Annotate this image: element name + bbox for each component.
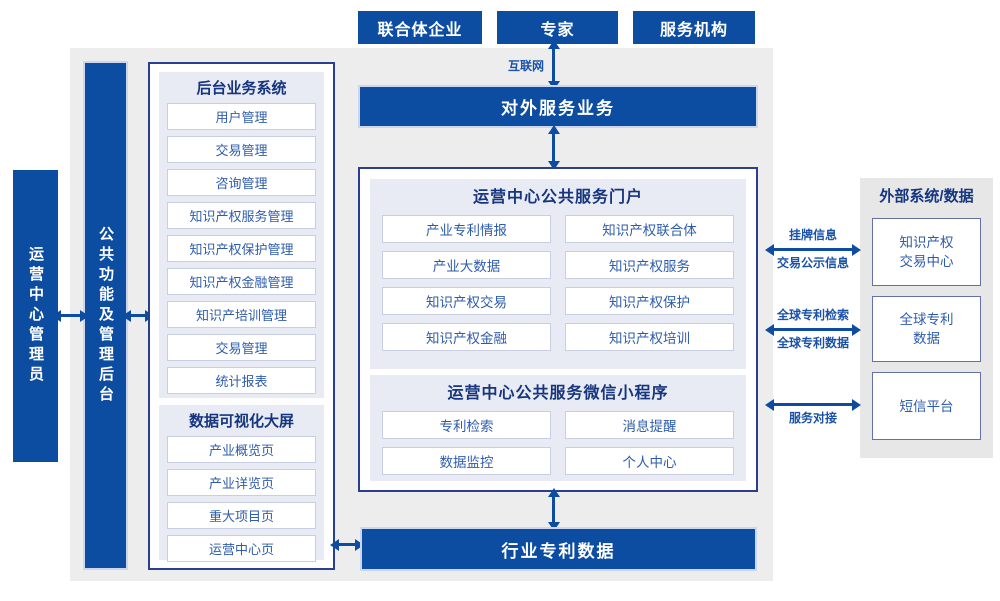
portal-item: 知识产权培训 <box>565 323 734 351</box>
portal-item: 知识产权联合体 <box>565 215 734 243</box>
dashboard-item: 运营中心页 <box>167 535 316 562</box>
dashboard-title: 数据可视化大屏 <box>188 413 294 430</box>
arrow-dashboard-industry-icon <box>338 543 356 546</box>
external-system-sms-platform: 短信平台 <box>872 372 981 440</box>
portal-item: 知识产权交易 <box>382 287 551 315</box>
portal-item: 产业专利情报 <box>382 215 551 243</box>
connector-top-label: 挂牌信息 <box>788 228 837 242</box>
connector-bottom-label: 交易公示信息 <box>776 256 849 270</box>
double-arrow-icon <box>773 328 853 331</box>
arrow-backend-leftbox-icon <box>130 314 146 317</box>
connector-top-label <box>763 382 863 399</box>
internet-arrow-icon <box>552 48 555 82</box>
industry-patent-data-bar: 行业专利数据 <box>360 527 757 571</box>
arrow-portal-to-industry-icon <box>552 496 555 523</box>
external-system-ip-trading-center: 知识产权 交易中心 <box>872 218 981 286</box>
double-arrow-icon <box>773 248 853 251</box>
backend-item: 咨询管理 <box>167 169 316 196</box>
portal-item: 知识产权保护 <box>565 287 734 315</box>
backend-item: 统计报表 <box>167 367 316 394</box>
portal-item: 知识产权金融 <box>382 323 551 351</box>
portal-item: 知识产权服务 <box>565 251 734 279</box>
backend-item: 用户管理 <box>167 103 316 130</box>
actor-box-service-organization: 服务机构 <box>633 11 755 44</box>
external-system-global-patent-data: 全球专利 数据 <box>872 296 981 362</box>
operation-center-admin-bar: 运营中心管理员 <box>13 170 58 462</box>
public-function-backend-bar: 公共功能及管理后台 <box>83 61 128 570</box>
portal-panel: 运营中心公共服务门户 产业专利情报 知识产权联合体 产业大数据 知识产权服务 知… <box>370 179 746 369</box>
backend-system-title: 后台业务系统 <box>196 80 287 97</box>
backend-item: 知识产权服务管理 <box>167 202 316 229</box>
arrow-admin-backend-icon <box>60 314 81 317</box>
external-system-label: 数据 <box>913 331 940 346</box>
connector-listing-info: 挂牌信息 交易公示信息 <box>763 227 863 272</box>
dashboard-item: 产业概览页 <box>167 436 316 463</box>
external-system-label: 知识产权 <box>899 235 954 250</box>
miniprogram-item: 消息提醒 <box>565 411 734 439</box>
arrow-service-to-portal-icon <box>552 133 555 162</box>
external-system-label: 全球专利 <box>899 312 954 327</box>
double-arrow-icon <box>773 403 853 406</box>
external-systems-title: 外部系统/数据 <box>879 188 974 205</box>
backend-item: 知识产培训管理 <box>167 301 316 328</box>
connector-service-docking: 服务对接 <box>763 382 863 427</box>
backend-item: 交易管理 <box>167 136 316 163</box>
actor-box-expert: 专家 <box>497 11 618 44</box>
external-service-bar: 对外服务业务 <box>358 85 758 128</box>
miniprogram-item: 专利检索 <box>382 411 551 439</box>
dashboard-item: 产业详览页 <box>167 469 316 496</box>
connector-global-patent: 全球专利检索 全球专利数据 <box>763 307 863 352</box>
backend-item: 知识产权保护管理 <box>167 235 316 262</box>
miniprogram-panel: 运营中心公共服务微信小程序 专利检索 消息提醒 数据监控 个人中心 <box>370 375 746 481</box>
portal-item: 产业大数据 <box>382 251 551 279</box>
connector-bottom-label: 全球专利数据 <box>776 336 849 350</box>
public-service-container: 运营中心公共服务门户 产业专利情报 知识产权联合体 产业大数据 知识产权服务 知… <box>358 167 758 492</box>
backend-item: 知识产权金融管理 <box>167 268 316 295</box>
backend-system-panel: 后台业务系统 用户管理 交易管理 咨询管理 知识产权服务管理 知识产权保护管理 … <box>159 72 324 398</box>
miniprogram-item: 数据监控 <box>382 447 551 475</box>
connector-bottom-label: 服务对接 <box>788 411 837 425</box>
backend-item: 交易管理 <box>167 334 316 361</box>
portal-title: 运营中心公共服务门户 <box>472 189 643 206</box>
miniprogram-item: 个人中心 <box>565 447 734 475</box>
miniprogram-title: 运营中心公共服务微信小程序 <box>447 385 669 402</box>
external-system-label: 交易中心 <box>899 254 954 269</box>
backend-dashboard-container: 后台业务系统 用户管理 交易管理 咨询管理 知识产权服务管理 知识产权保护管理 … <box>148 62 335 570</box>
internet-label: 互联网 <box>507 59 544 73</box>
connector-top-label: 全球专利检索 <box>776 308 849 322</box>
dashboard-item: 重大项目页 <box>167 502 316 529</box>
actor-box-consortium-enterprise: 联合体企业 <box>358 11 482 44</box>
dashboard-panel: 数据可视化大屏 产业概览页 产业详览页 重大项目页 运营中心页 <box>159 405 324 562</box>
external-system-label: 短信平台 <box>899 398 954 414</box>
